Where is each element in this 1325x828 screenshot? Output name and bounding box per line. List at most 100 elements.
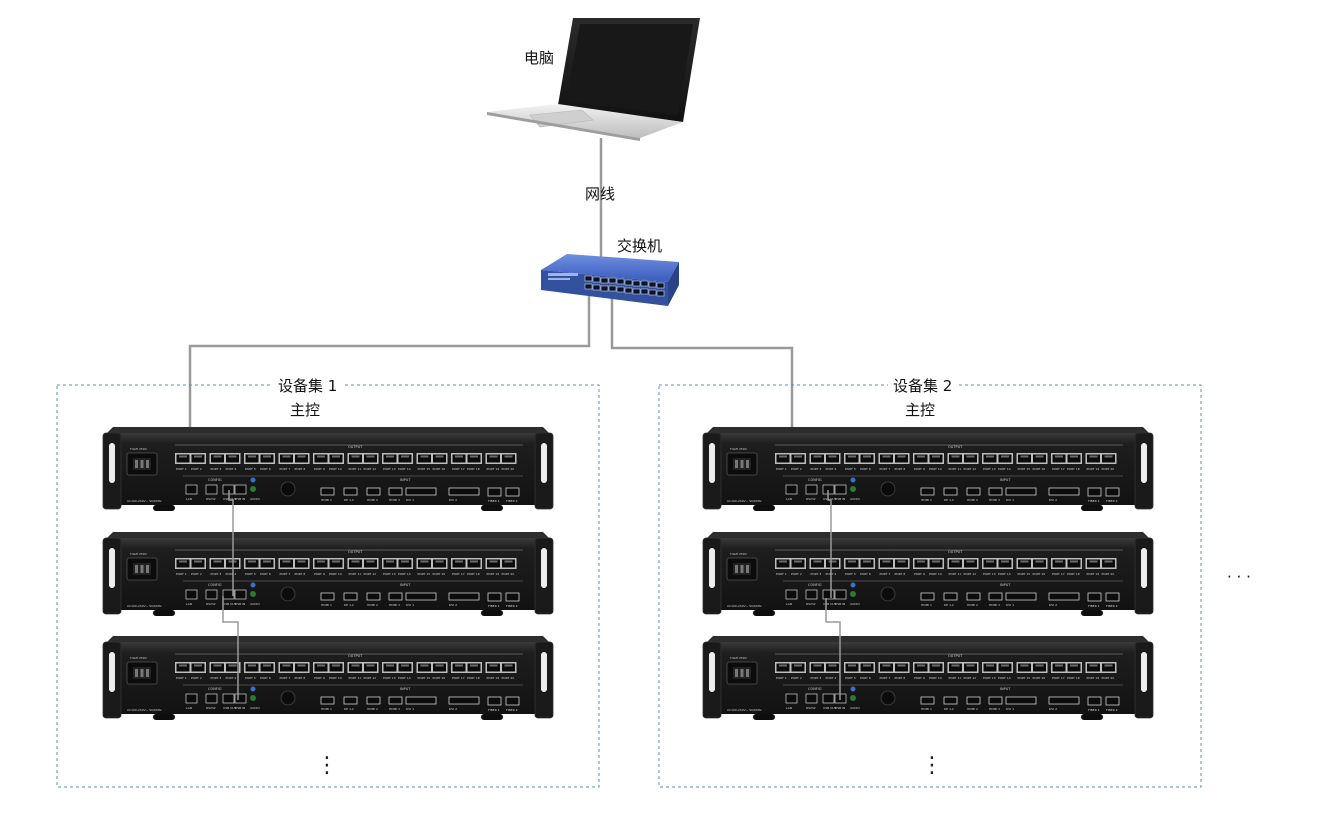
audio-jack	[850, 695, 856, 701]
config-port-label: USB IN	[835, 602, 845, 606]
input-label: INPUT	[1000, 478, 1011, 482]
output-port-pair	[451, 662, 482, 673]
port-label: PORT 19	[487, 572, 500, 576]
cable-switch-to-group2	[610, 292, 794, 492]
port-label: PORT 19	[1087, 676, 1100, 680]
input-port-label: HDMI 3	[389, 707, 400, 711]
port-label: PORT 13	[383, 676, 396, 680]
output-port-pair	[382, 453, 413, 464]
input-label: INPUT	[1000, 687, 1011, 691]
config-port	[234, 484, 247, 495]
config-port-label: AUDIO	[850, 602, 860, 606]
input-port-label: DVI 1	[1006, 498, 1014, 502]
output-port-pair	[175, 662, 206, 673]
input-port-label: DP 1.2	[344, 603, 354, 607]
config-port	[834, 589, 847, 600]
port-label: PORT 2	[191, 676, 202, 680]
input-port	[943, 592, 958, 601]
port-label: PORT 12	[364, 467, 377, 471]
input-port-label: DVI 2	[449, 707, 457, 711]
input-port	[988, 696, 1003, 705]
port-label: PORT 10	[929, 572, 942, 576]
config-port-label: AUDIO	[250, 706, 260, 710]
input-port	[388, 592, 403, 601]
port-label: PORT 7	[880, 676, 891, 680]
laptop-icon	[487, 18, 700, 141]
port-label: PORT 4	[826, 676, 837, 680]
input-port-label: HDMI 2	[367, 707, 378, 711]
port-label: PORT 3	[211, 676, 222, 680]
config-port-label: RS232	[206, 497, 216, 501]
config-port-label: LAN	[786, 497, 792, 501]
config-port	[185, 589, 198, 600]
port-label: PORT 6	[260, 467, 271, 471]
output-port-pair	[913, 662, 944, 673]
config-port	[822, 693, 835, 704]
output-port-pair	[1016, 453, 1048, 464]
output-port-pair	[775, 662, 806, 673]
power-input-label: AC100-240V~ 50/60Hz	[727, 708, 762, 712]
output-port-pair	[382, 662, 413, 673]
port-label: PORT 1	[176, 467, 187, 471]
input-port-label: HDMI 3	[389, 498, 400, 502]
input-port-label: DVI 2	[1049, 603, 1057, 607]
power-input-label: AC100-240V~ 50/60Hz	[127, 499, 162, 503]
config-port-label: RS232	[806, 706, 816, 710]
config-port-label: USB IN	[835, 497, 845, 501]
port-label: PORT 8	[295, 572, 306, 576]
input-port-label: HDMI 3	[989, 707, 1000, 711]
port-label: PORT 5	[845, 467, 856, 471]
fiber-port	[1105, 696, 1120, 706]
output-port-pair	[244, 558, 275, 569]
config-port-label: USB OUT	[823, 497, 837, 501]
config-port	[785, 484, 798, 495]
input-port-label: HDMI 2	[967, 707, 978, 711]
cable-switch-to-group1	[188, 292, 591, 490]
port-label: PORT 1	[776, 467, 787, 471]
config-port	[785, 589, 798, 600]
input-port-label: DP 1.2	[944, 707, 954, 711]
port-label: PORT 7	[880, 467, 891, 471]
output-port-pair	[878, 453, 910, 464]
port-label: PORT 4	[826, 467, 837, 471]
port-label: PORT 20	[502, 467, 515, 471]
port-label: PORT 9	[314, 467, 325, 471]
port-label: PORT 13	[983, 572, 996, 576]
fiber-port	[505, 696, 520, 706]
port-label: PORT 2	[191, 572, 202, 576]
config-port-label: USB IN	[235, 706, 245, 710]
config-port	[805, 589, 818, 600]
output-port-pair	[1016, 662, 1048, 673]
input-port	[920, 696, 935, 705]
input-port	[366, 696, 381, 705]
power-input-label: AC100-240V~ 50/60Hz	[727, 499, 762, 503]
output-port-pair	[878, 558, 910, 569]
output-port-pair	[347, 453, 379, 464]
config-port-label: AUDIO	[250, 602, 260, 606]
input-port-label: HDMI 2	[367, 498, 378, 502]
config-label: CONFIG	[808, 583, 822, 587]
fiber-port	[487, 487, 502, 497]
port-label: PORT 3	[211, 572, 222, 576]
power-input-label: AC100-240V~ 50/60Hz	[127, 708, 162, 712]
output-port-pair	[416, 558, 448, 569]
audio-jack	[850, 591, 856, 597]
power-rating-label: T4AH 250V	[129, 552, 148, 556]
config-port	[185, 484, 198, 495]
port-label: PORT 1	[776, 676, 787, 680]
output-port-pair	[313, 453, 344, 464]
config-port-label: USB IN	[235, 602, 245, 606]
port-label: PORT 1	[176, 676, 187, 680]
fiber-port-label: FIBER 1	[488, 499, 500, 503]
output-label: OUTPUT	[348, 550, 363, 554]
port-label: PORT 14	[998, 676, 1011, 680]
fiber-port-label: FIBER 2	[1106, 604, 1118, 608]
output-port-pair	[775, 558, 806, 569]
port-label: PORT 17	[452, 572, 465, 576]
output-port-pair	[775, 453, 806, 464]
port-label: PORT 14	[998, 467, 1011, 471]
input-port-label: DP 1.2	[344, 498, 354, 502]
port-label: PORT 19	[487, 467, 500, 471]
output-port-pair	[982, 662, 1013, 673]
port-label: PORT 11	[349, 467, 362, 471]
